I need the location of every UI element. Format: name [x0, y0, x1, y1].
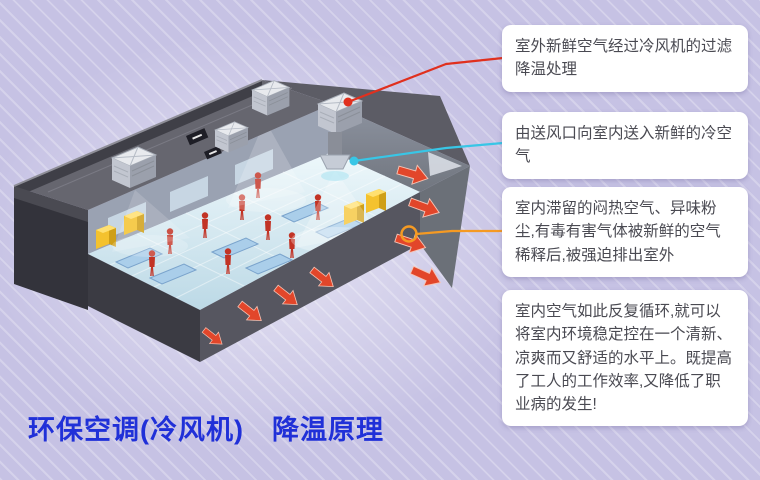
callout-fresh-air-filtering: 室外新鲜空气经过冷风机的过滤降温处理: [502, 25, 748, 92]
connector-dot-supply-air: [349, 156, 359, 166]
callout-supply-vent: 由送风口向室内送入新鲜的冷空气: [502, 112, 748, 179]
callout-circulation-benefits: 室内空气如此反复循环,就可以将室内环境稳定控在一个清新、凉爽而又舒适的水平上。既…: [502, 290, 748, 427]
roof: [13, 79, 332, 222]
callout-connectors: [343, 56, 505, 243]
callout-text: 室外新鲜空气经过冷风机的过滤降温处理: [515, 38, 733, 79]
supply-duct-diffuser: [319, 132, 351, 181]
connector-line-supply-air: [352, 141, 505, 163]
cool-air-flow: [112, 120, 381, 257]
callout-exhaust-stale-air: 室内滞留的闷热空气、异味粉尘,有毒有害气体被新鲜的空气稀释后,被强迫排出室外: [502, 187, 748, 277]
roof-logo: [186, 128, 209, 146]
connector-dot-fresh-air: [343, 97, 353, 107]
callout-text: 室内空气如此反复循环,就可以将室内环境稳定控在一个清新、凉爽而又舒适的水平上。既…: [515, 303, 733, 413]
yellow-machines: [96, 189, 386, 249]
callout-text: 由送风口向室内送入新鲜的冷空气: [515, 125, 733, 166]
connector-line-fresh-air: [346, 56, 505, 104]
building: [13, 79, 470, 362]
connector-ring-exhaust: [400, 225, 418, 243]
roof-logo: [204, 145, 222, 160]
right-wall: [262, 80, 470, 288]
connector-line-exhaust: [414, 229, 505, 236]
page-title: 环保空调(冷风机) 降温原理: [28, 415, 384, 445]
callout-text: 室内滞留的闷热空气、异味粉尘,有毒有害气体被新鲜的空气稀释后,被强迫排出室外: [515, 200, 721, 264]
